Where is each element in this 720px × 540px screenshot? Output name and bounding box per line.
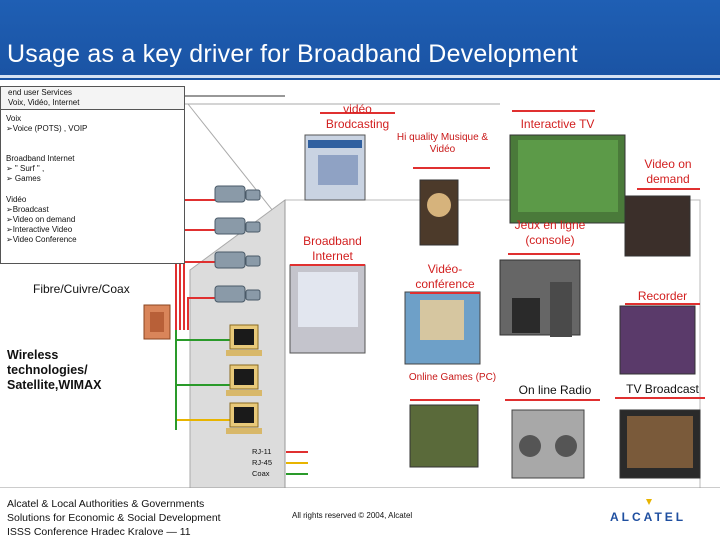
cable-legend: RJ-11 RJ-45 Coax bbox=[250, 445, 312, 481]
video-item: ➢Video Conference bbox=[6, 235, 77, 244]
voix-item: ➢Voice (POTS) , VOIP bbox=[6, 124, 88, 133]
legend-swatch-rj11 bbox=[286, 451, 308, 453]
photo-console bbox=[499, 259, 581, 337]
photo-recorder bbox=[619, 305, 696, 375]
header-rule bbox=[0, 75, 720, 78]
screenshot-photo-ie bbox=[304, 134, 366, 201]
photo-interactive-tv bbox=[509, 134, 626, 224]
photo-online-games bbox=[409, 404, 479, 468]
label-video-broadcasting: vidéo Brodcasting bbox=[325, 102, 390, 131]
photo-video-on-demand bbox=[624, 195, 691, 257]
internet-item: ➢ " Surf " , bbox=[6, 164, 45, 173]
label-hi-quality: Hi quality Musique & Vidéo bbox=[396, 132, 489, 155]
legend-label: Coax bbox=[252, 469, 270, 478]
phone-icons bbox=[214, 185, 261, 303]
legend-swatch-coax bbox=[286, 473, 308, 475]
wireless-label: Wireless technologies/ Satellite,WIMAX bbox=[7, 348, 102, 392]
video-title: Vidéo bbox=[6, 195, 27, 204]
video-item: ➢Interactive Video bbox=[6, 225, 73, 234]
pc-icons bbox=[226, 324, 262, 434]
alcatel-logo-text: ALCATEL bbox=[610, 510, 687, 524]
label-broadband-internet: Broadband Internet bbox=[303, 234, 362, 263]
photo-videoconference bbox=[404, 291, 481, 365]
video-item: ➢Video on demand bbox=[6, 215, 76, 224]
label-interactive-tv: Interactive TV bbox=[520, 117, 595, 131]
label-tv-broadcast: TV Broadcast bbox=[626, 382, 699, 396]
alcatel-logo: ALCATEL bbox=[608, 496, 713, 526]
label-recorder: Recorder bbox=[637, 289, 688, 303]
footer-line3: ISSS Conference Hradec Kralove — 11 bbox=[7, 526, 191, 538]
footer-line2: Solutions for Economic & Social Developm… bbox=[7, 512, 221, 524]
internet-item: ➢ Games bbox=[6, 174, 41, 183]
label-jeux-en-ligne: Jeux en ligne (console) bbox=[514, 218, 586, 247]
services-box: end user Services Voix, Vidéo, Internet … bbox=[0, 86, 185, 264]
label-online-games: Online Games (PC) bbox=[408, 372, 497, 383]
slide-title: Usage as a key driver for Broadband Deve… bbox=[7, 40, 578, 68]
video-item: ➢Broadcast bbox=[6, 205, 49, 214]
voix-title: Voix bbox=[6, 114, 22, 123]
label-video-on-demand: Video on demand bbox=[644, 157, 692, 186]
label-videoconference: Vidéo-conférence bbox=[415, 262, 475, 291]
slide-header: Usage as a key driver for Broadband Deve… bbox=[0, 0, 720, 80]
fibre-label: Fibre/Cuivre/Coax bbox=[33, 282, 130, 296]
services-box-header: end user Services Voix, Vidéo, Internet bbox=[1, 87, 184, 110]
photo-hifi-speaker bbox=[419, 179, 459, 246]
photo-tv-broadcast bbox=[619, 409, 701, 479]
alcatel-logo-icon bbox=[646, 499, 652, 505]
services-header-line1: end user Services bbox=[8, 88, 73, 97]
services-header-line2: Voix, Vidéo, Internet bbox=[8, 98, 80, 107]
legend-swatch-rj45 bbox=[286, 462, 308, 464]
legend-label: RJ-45 bbox=[252, 458, 273, 467]
footer-line1: Alcatel & Local Authorities & Government… bbox=[7, 498, 205, 510]
photo-broadband-internet bbox=[289, 264, 366, 354]
label-online-radio: On line Radio bbox=[518, 383, 592, 397]
photo-online-radio bbox=[511, 409, 585, 479]
legend-label: RJ-11 bbox=[252, 447, 272, 456]
footer-rights: All rights reserved © 2004, Alcatel bbox=[292, 511, 413, 520]
internet-title: Broadband Internet bbox=[6, 154, 75, 163]
